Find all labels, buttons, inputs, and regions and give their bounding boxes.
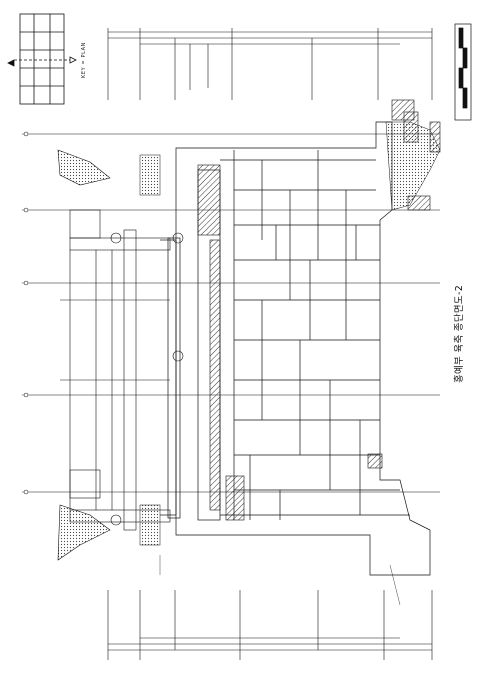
scale-bar-icon bbox=[454, 23, 472, 121]
north-arrow-icon bbox=[7, 56, 77, 67]
bottom-dimension-block bbox=[107, 590, 433, 660]
drawing-title-text: 홍예부 육축 종단면도-2 bbox=[454, 284, 465, 384]
gate-roof-structure bbox=[57, 149, 184, 561]
top-dimension-block bbox=[107, 28, 433, 100]
key-plan-label-text: KEY = PLAN bbox=[81, 42, 87, 78]
key-plan-grid-icon bbox=[14, 13, 70, 105]
leader-lines bbox=[159, 555, 401, 606]
grid-axes bbox=[22, 131, 440, 495]
ground-fill bbox=[139, 121, 441, 546]
hatched-stones bbox=[197, 99, 441, 521]
